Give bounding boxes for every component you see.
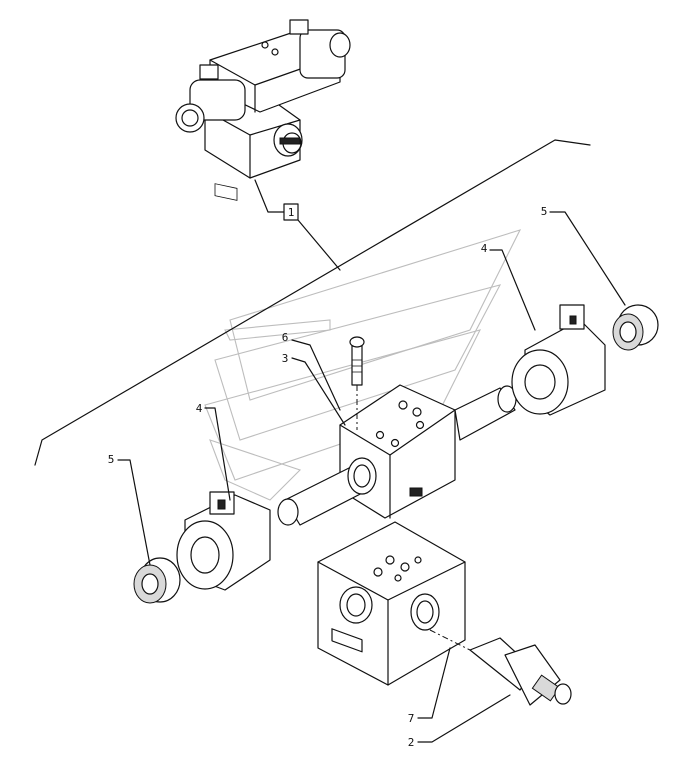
callout-box-1 bbox=[283, 203, 299, 221]
callout-4-left: 4 bbox=[196, 402, 203, 415]
leader-6 bbox=[291, 339, 341, 411]
ring-nut-right bbox=[612, 304, 659, 351]
leader-5-left bbox=[117, 459, 151, 566]
solenoid-tube-right bbox=[454, 385, 517, 441]
coil-left bbox=[176, 491, 271, 591]
callout-6: 6 bbox=[282, 331, 289, 344]
callout-4-right: 4 bbox=[481, 242, 488, 255]
callout-7: 7 bbox=[408, 712, 415, 725]
callout-3: 3 bbox=[282, 352, 289, 365]
ring-nut-left bbox=[133, 557, 181, 604]
assembly-boundary-line bbox=[34, 139, 591, 466]
cartridge-axis bbox=[429, 629, 471, 651]
complete-valve-assembly bbox=[175, 19, 351, 201]
leader-4-left bbox=[204, 407, 231, 501]
leader-1a bbox=[254, 179, 286, 213]
leader-2 bbox=[417, 694, 511, 743]
callout-5-left: 5 bbox=[108, 453, 115, 466]
subplate-block bbox=[317, 521, 466, 686]
leader-7 bbox=[417, 647, 451, 719]
callout-1: 1 bbox=[288, 206, 295, 219]
callout-5-right: 5 bbox=[541, 205, 548, 218]
leader-3 bbox=[291, 357, 346, 426]
cartridge-valve bbox=[469, 637, 572, 706]
cap-screw bbox=[349, 336, 365, 386]
leader-1b bbox=[297, 219, 341, 271]
coil-right bbox=[511, 304, 606, 416]
leader-5-right bbox=[549, 211, 626, 306]
leader-4-right bbox=[489, 249, 536, 331]
callout-2: 2 bbox=[408, 736, 415, 749]
solenoid-tube-left bbox=[277, 457, 377, 526]
